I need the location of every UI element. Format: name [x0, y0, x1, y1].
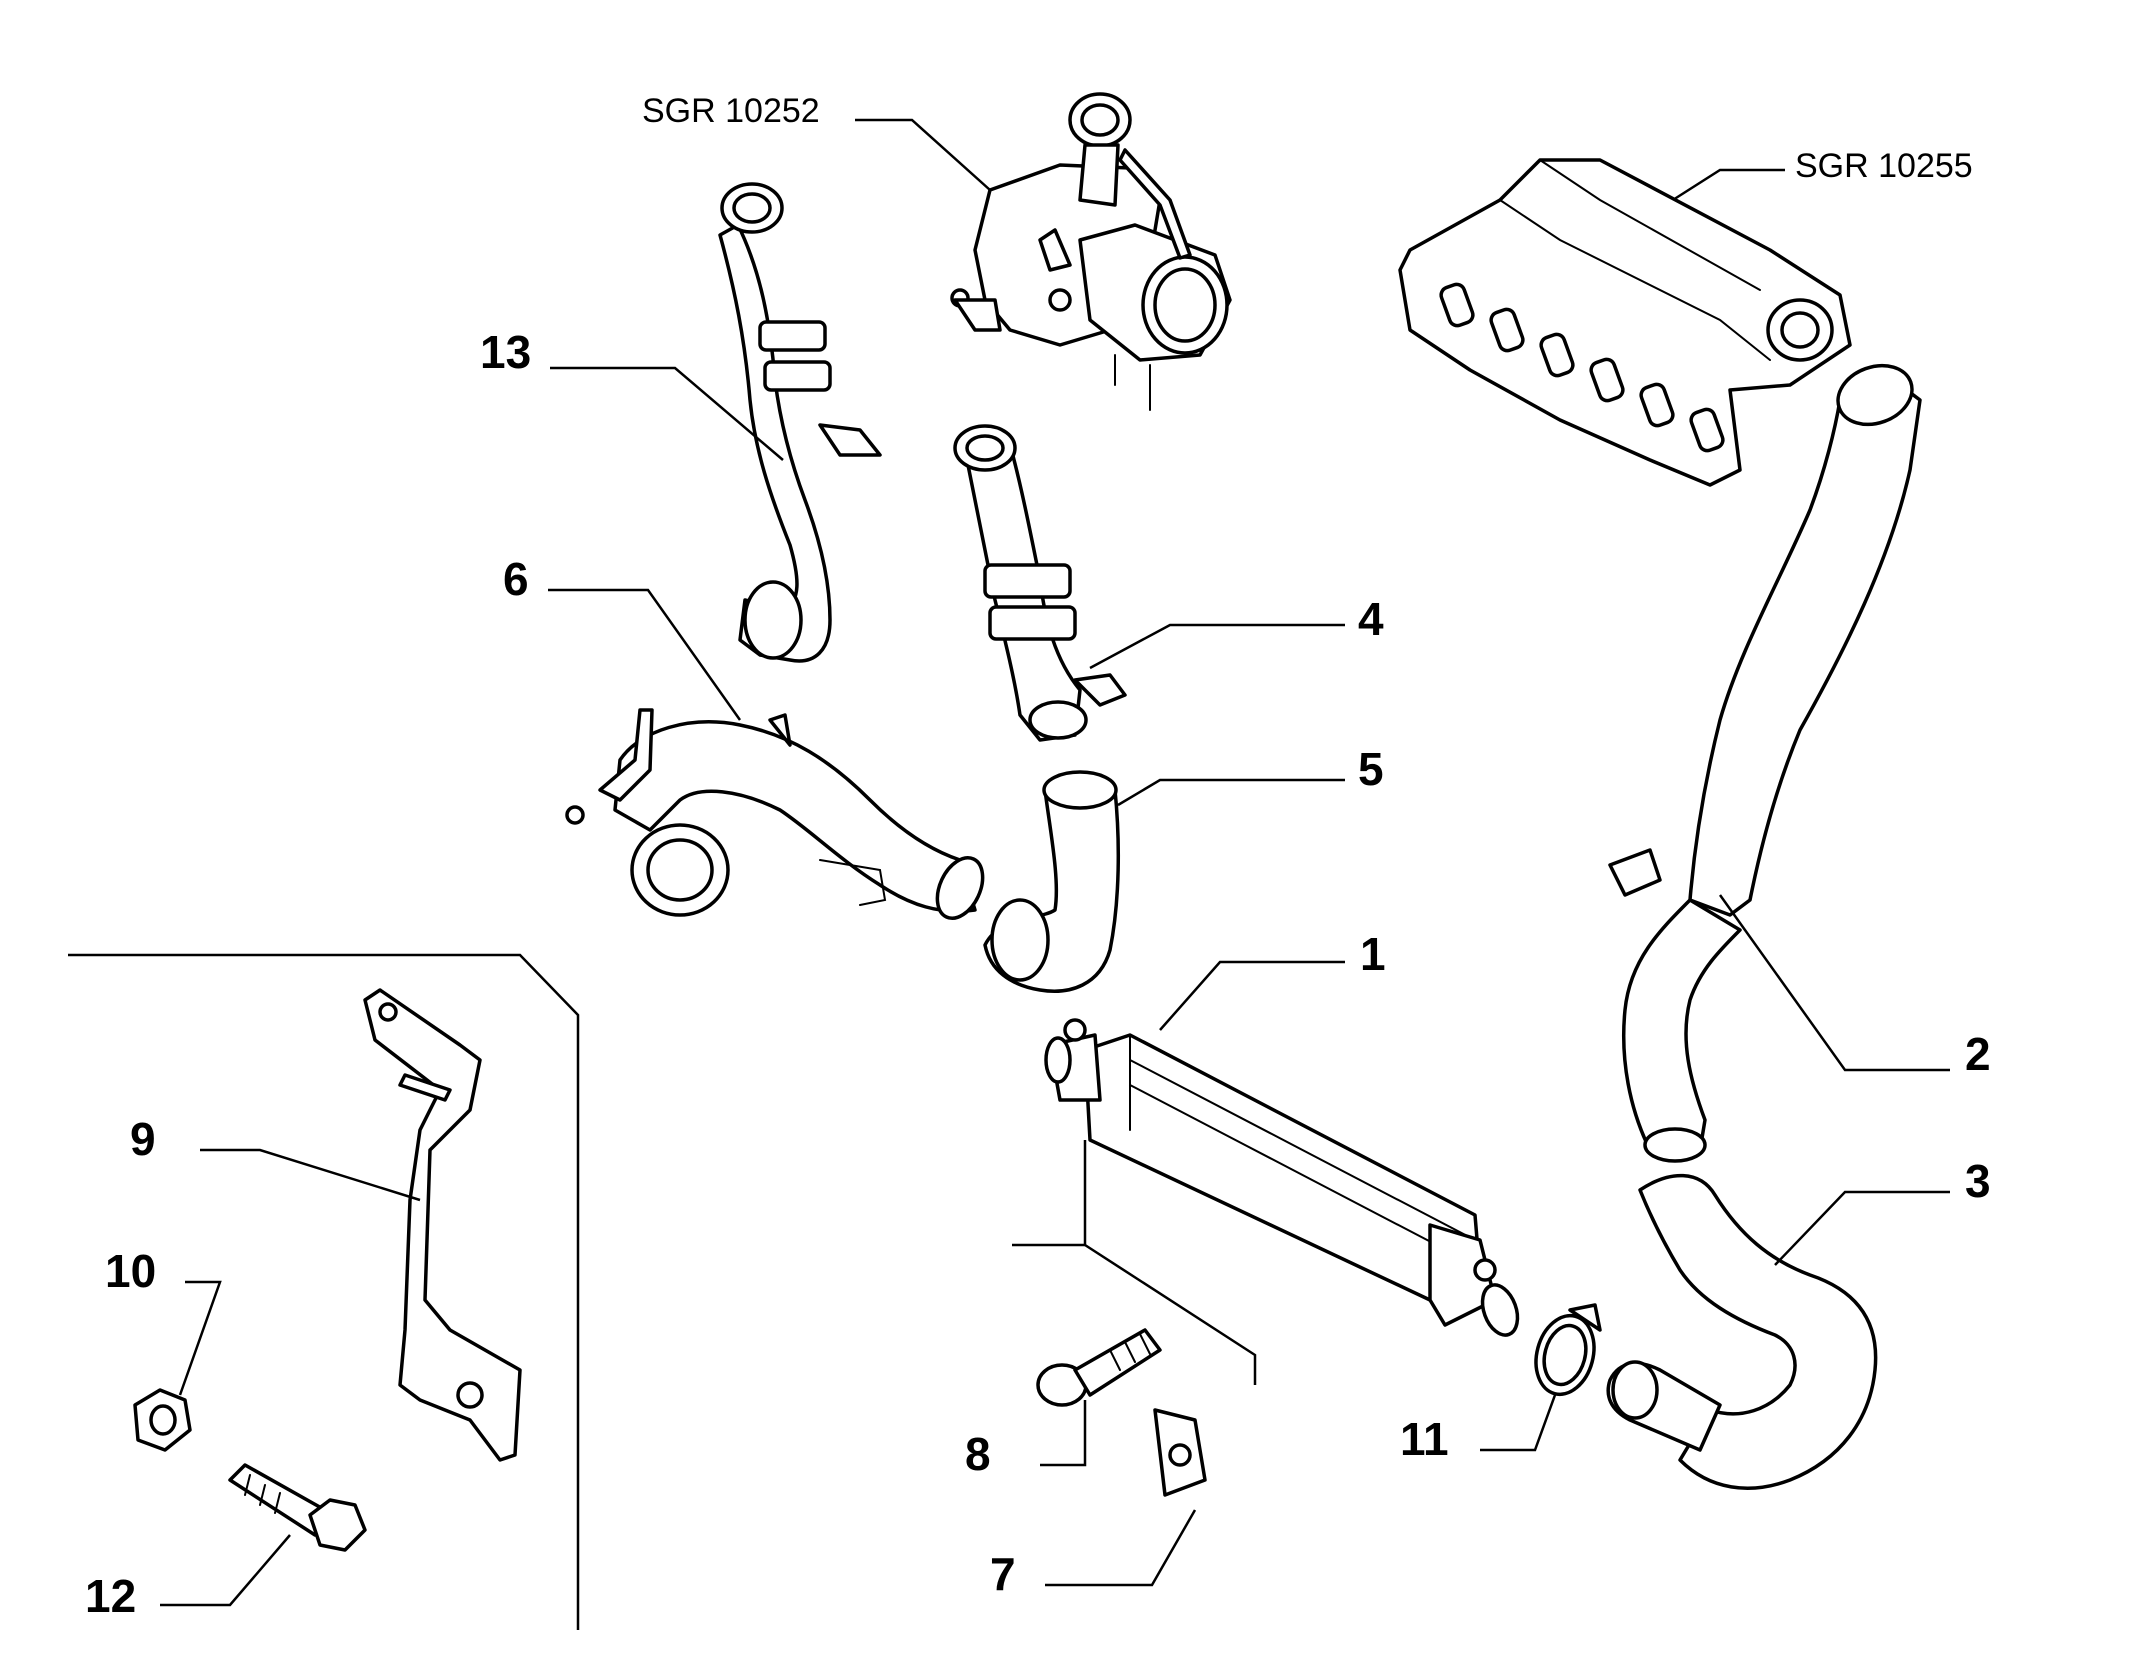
callout-7-leader-line: [1045, 1509, 1197, 1587]
callout-6: 6: [503, 553, 529, 605]
callout-2-leader-line: [1718, 894, 1950, 1072]
callout-1: 1: [1360, 928, 1386, 980]
callout-6-leader-line: [548, 588, 742, 721]
callout-11-leader-line: [1480, 1394, 1557, 1452]
part-4-hose-drawing: [953, 424, 1127, 742]
callout-8-leader-line: [1040, 1400, 1087, 1467]
part-10-nut-drawing: [133, 1388, 192, 1452]
inset-frame-line: [68, 953, 580, 1630]
callout-9: 9: [130, 1113, 156, 1165]
callout-4: 4: [1358, 593, 1384, 645]
callout-5: 5: [1358, 743, 1384, 795]
part-9-bracket-drawing: [363, 988, 522, 1462]
turbocharger-reference-label: SGR 10252: [642, 92, 820, 130]
callout-2: 2: [1965, 1028, 1991, 1080]
callout-1-bracket-line-2: [1084, 1243, 1257, 1385]
callout-13-leader-line: [550, 366, 784, 461]
callout-7: 7: [990, 1548, 1016, 1600]
part-8-bolt-drawing: [1036, 1328, 1162, 1407]
callout-3-leader-line: [1774, 1190, 1950, 1266]
callout-9-leader-line: [200, 1148, 421, 1202]
callout-3: 3: [1965, 1155, 1991, 1207]
part-2-pipe-drawing: [1608, 363, 1922, 1163]
intake-manifold-reference-label: SGR 10255: [1795, 147, 1973, 185]
callout-11: 11: [1400, 1413, 1449, 1465]
part-13-hose-drawing: [718, 182, 882, 663]
callout-12-leader-line: [160, 1534, 291, 1607]
part-6-pipe-drawing: [565, 708, 985, 920]
callout-4-leader-line: [1089, 623, 1345, 670]
callout-12: 12: [85, 1570, 136, 1622]
turbocharger-drawing: [950, 92, 1232, 411]
callout-8: 8: [965, 1428, 991, 1480]
callout-10: 10: [105, 1245, 156, 1297]
callout-10-leader-line: [178, 1280, 222, 1396]
callout-1-leader-line: [1159, 960, 1345, 1031]
part-7-clip-drawing: [1153, 1408, 1207, 1497]
callout-5-leader-line: [1117, 778, 1345, 807]
intake-manifold-leader-line: [1664, 168, 1785, 207]
part-12-bolt-drawing: [228, 1463, 367, 1552]
part-3-hose-drawing: [1606, 1173, 1878, 1490]
intake-manifold-drawing: [1398, 158, 1852, 487]
callout-13: 13: [480, 326, 531, 378]
part-5-hose-drawing: [983, 770, 1121, 993]
part-11-clamp-drawing: [1534, 1303, 1602, 1397]
part-1-intercooler-drawing: [1044, 1018, 1520, 1337]
turbocharger-leader-line: [855, 118, 991, 191]
callout-1-bracket-line: [1012, 1140, 1087, 1247]
